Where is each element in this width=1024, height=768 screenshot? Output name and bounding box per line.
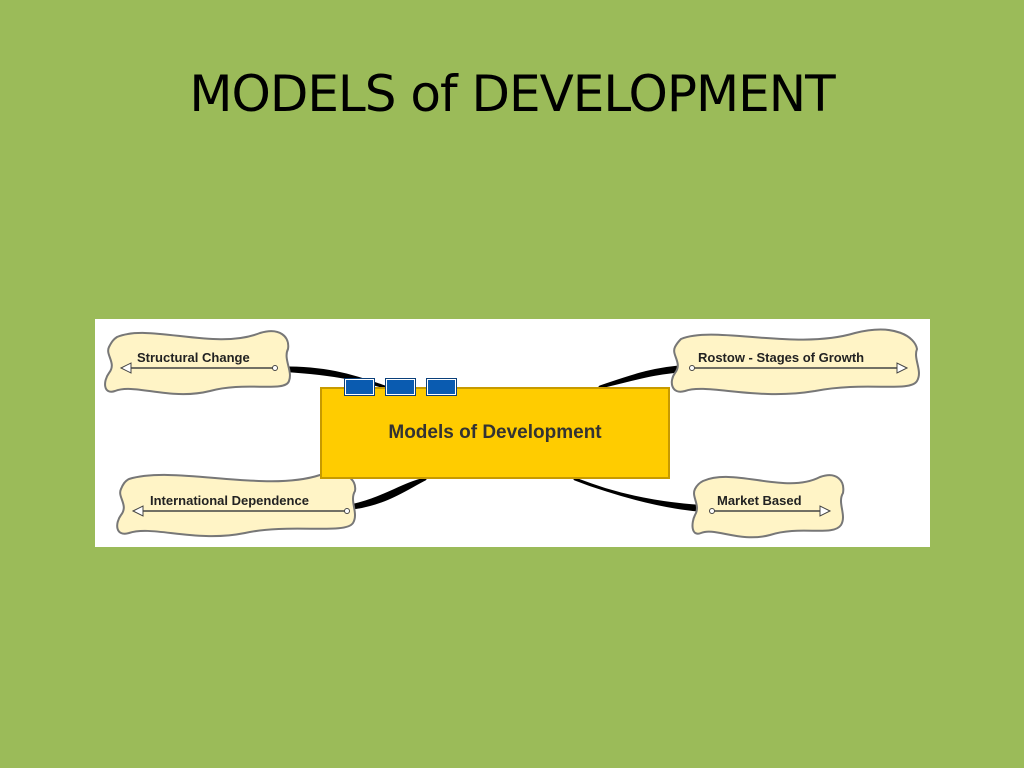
arrow-left-head-structural-change (119, 362, 132, 374)
arrow-end-dot-structural-change (272, 365, 278, 371)
marker-1 (345, 379, 374, 395)
subtopic-label-international-dependence: International Dependence (150, 493, 309, 508)
connector-international-dependence (343, 477, 427, 511)
connector-rostow (598, 364, 694, 389)
subtopic-shape-market-based (691, 474, 845, 539)
arrow-end-dot-international-dependence (344, 508, 350, 514)
subtopic-label-market-based: Market Based (717, 493, 802, 508)
arrow-right-head-market-based (819, 505, 832, 517)
connector-market-based (573, 477, 714, 513)
mind-map-diagram: Models of Development Structural Change … (95, 319, 930, 547)
arrow-right-head-rostow (896, 362, 909, 374)
subtopic-label-structural-change: Structural Change (137, 350, 250, 365)
marker-2 (386, 379, 415, 395)
mind-map-connectors (104, 328, 920, 539)
subtopic-label-rostow: Rostow - Stages of Growth (698, 350, 865, 365)
subtopic-shape-international-dependence (116, 472, 357, 538)
slide-title: MODELS of DEVELOPMENT (189, 65, 835, 123)
subtopic-shape-rostow (670, 328, 920, 396)
marker-3 (427, 379, 456, 395)
central-topic-label: Models of Development (388, 422, 602, 443)
subtopic-shape-structural-change (104, 330, 291, 396)
central-topic: Models of Development (320, 387, 670, 479)
arrow-end-dot-market-based (709, 508, 715, 514)
arrow-end-dot-rostow (689, 365, 695, 371)
arrow-left-head-international-dependence (131, 505, 144, 517)
